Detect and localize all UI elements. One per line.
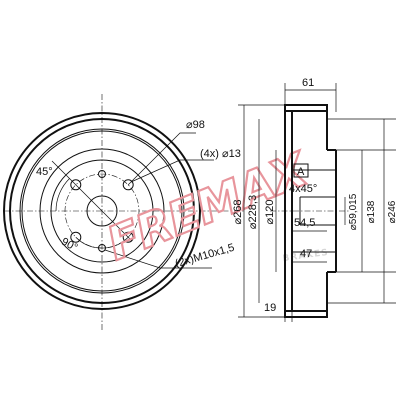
section-view: 61 ⌀268 ⌀228,3 ⌀120 A 4x45° 54,5: [232, 77, 398, 322]
center-bore: [86, 195, 118, 227]
rim-step: [19, 128, 185, 294]
dim-chamfer: 4x45°: [289, 183, 317, 195]
dim-120: ⌀120: [264, 200, 276, 225]
leader-pcd: [127, 132, 196, 186]
dim-268: ⌀268: [232, 200, 244, 225]
angle-arc-bottom: [75, 236, 129, 249]
dim-228: ⌀228,3: [247, 195, 259, 229]
dim-holes: (4x) ⌀13: [200, 148, 241, 160]
box-label: A: [297, 166, 305, 178]
dim-138: ⌀138: [366, 200, 377, 223]
flange-bottom: [284, 310, 328, 318]
angle-arc-top: [55, 178, 70, 212]
thread-hole: [98, 170, 106, 178]
dim-width: 61: [302, 77, 314, 89]
angle-ray-bottom: [101, 210, 133, 242]
leader-holes: [130, 159, 214, 183]
dim-246: ⌀246: [387, 200, 398, 223]
dim-47: 47: [300, 248, 312, 260]
bolt-holes: [70, 179, 134, 243]
bolt-hole: [70, 179, 82, 191]
angle-ray-top: [51, 160, 103, 212]
bolt-hole: [122, 179, 134, 191]
hub-ring: [39, 148, 165, 274]
dim-59: ⌀59,015: [348, 193, 359, 230]
dim-19: 19: [264, 302, 276, 314]
rim-step-2: [21, 130, 183, 292]
outer-rim-inner: [9, 118, 195, 304]
dim-545: 54,5: [294, 217, 315, 229]
leader-threads: [104, 249, 212, 269]
outer-rim: [3, 112, 201, 310]
label-box: [293, 163, 309, 178]
bolt-hole: [122, 231, 134, 243]
hub-inner-ring: [50, 159, 154, 263]
dim-pcd: ⌀98: [186, 119, 205, 131]
flange-top: [284, 104, 328, 112]
bolt-hole: [70, 231, 82, 243]
front-view: ⌀98 (4x) ⌀13 45° 90° (2x)M10x1,5: [3, 94, 244, 330]
dim-angle-top: 45°: [36, 166, 53, 178]
dim-angle-bottom: 90°: [59, 236, 79, 254]
dim-threads: (2x)M10x1,5: [174, 242, 236, 270]
